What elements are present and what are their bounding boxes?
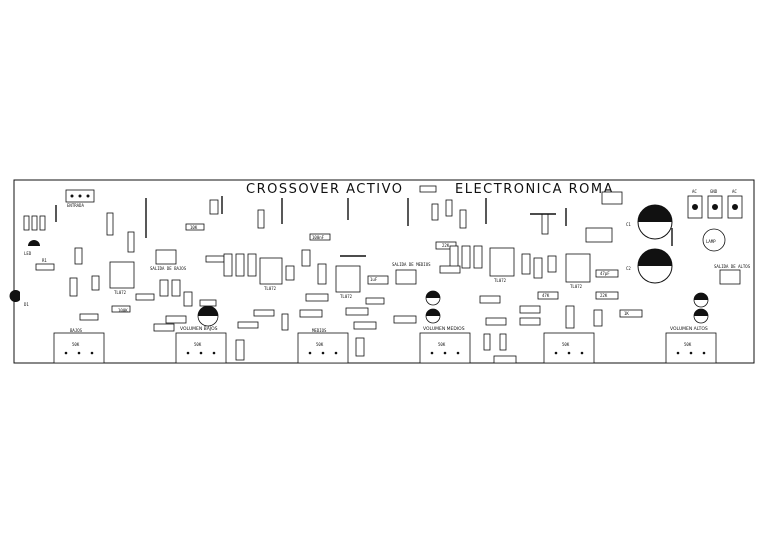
svg-text:50K: 50K [72,342,80,347]
svg-text:VOLUMEN ALTOS: VOLUMEN ALTOS [670,326,708,332]
svg-text:C1: C1 [626,222,631,227]
volumen-bajos-area [153,279,219,332]
svg-text:50K: 50K [562,342,570,347]
salida-altos-connector: SALIDA DE ALTOS [714,264,751,285]
svg-text:GND: GND [710,189,718,194]
svg-text:47K: 47K [542,293,550,298]
svg-text:TL072: TL072 [340,294,353,299]
svg-text:AC: AC [732,189,737,194]
svg-text:TL072: TL072 [114,290,127,295]
svg-text:VOLUMEN BAJOS: VOLUMEN BAJOS [180,326,218,332]
volumen-medios-caps [425,290,441,324]
volumen-altos-caps [693,292,709,324]
filter-capacitors: C1 C2 [626,204,673,284]
ic-2: TL072 [223,253,295,291]
salida-medios-connector: SALIDA DE MEDIOS [392,262,431,285]
pot-block-4: 50K VOLUMEN MEDIOS [419,326,471,364]
svg-text:22K: 22K [600,293,608,298]
svg-text:50K: 50K [684,342,692,347]
svg-text:TL072: TL072 [570,284,583,289]
board-outline [13,179,755,364]
svg-text:22K: 22K [442,243,450,248]
svg-text:50K: 50K [194,342,202,347]
entrada-connector: ENTRADA [65,189,95,208]
value-labels: 100K 10K 100nF 22K 47K 47pF 1K 1uF 22K [118,225,629,316]
bridge-rectifier: LAMP [702,228,726,252]
ic-4: TL072 [489,247,557,283]
title-right: ELECTRONICA ROMA [455,182,614,197]
svg-text:SALIDA DE ALTOS: SALIDA DE ALTOS [714,264,751,269]
svg-text:C2: C2 [626,266,631,271]
svg-text:R1: R1 [42,258,47,263]
pot-block-5: 50K [543,332,595,364]
left-resistor-cluster [23,215,100,297]
svg-text:D1: D1 [24,302,29,307]
pot-block-2: 50K VOLUMEN BAJOS [175,326,227,364]
power-connector: AC GND AC [687,189,743,219]
pot-block-6: 50K VOLUMEN ALTOS [665,326,717,364]
svg-text:BAJOS: BAJOS [70,328,83,333]
pot-block-3: 50K MEDIOS [297,328,349,364]
svg-text:50K: 50K [438,342,446,347]
r1-resistor: R1 [35,258,55,271]
svg-text:TL072: TL072 [494,278,507,283]
lower-mid-right-resistors [479,291,643,364]
mid-parts [235,233,331,361]
svg-text:ENTRADA: ENTRADA [67,203,84,208]
svg-text:47pF: 47pF [600,271,610,276]
svg-text:100nF: 100nF [312,235,325,240]
svg-text:100K: 100K [118,308,128,313]
svg-text:LAMP: LAMP [706,239,716,244]
svg-text:SALIDA DE BAJOS: SALIDA DE BAJOS [150,266,187,271]
pot-block-1: 50K BAJOS [53,328,105,364]
svg-text:MEDIOS: MEDIOS [312,328,327,333]
svg-text:1K: 1K [624,311,629,316]
svg-text:TL072: TL072 [264,286,277,291]
svg-text:LED: LED [24,251,32,256]
salida-bajos-connector: SALIDA DE BAJOS [150,249,187,271]
resistors-row-1 [79,199,265,321]
svg-text:AC: AC [692,189,697,194]
svg-text:1uF: 1uF [370,277,378,282]
ic-5: TL072 [541,191,623,300]
svg-text:VOLUMEN MEDIOS: VOLUMEN MEDIOS [423,326,465,332]
top-middle-parts [419,185,483,274]
ic-3: TL072 [335,265,417,357]
title-left: CROSSOVER ACTIVO [246,182,404,197]
ic-1: TL072 [109,261,135,295]
svg-text:50K: 50K [316,342,324,347]
svg-text:SALIDA DE MEDIOS: SALIDA DE MEDIOS [392,262,431,267]
wire-jumpers [55,196,673,257]
led-d1: LED D1 [9,240,40,307]
svg-text:10K: 10K [190,225,198,230]
